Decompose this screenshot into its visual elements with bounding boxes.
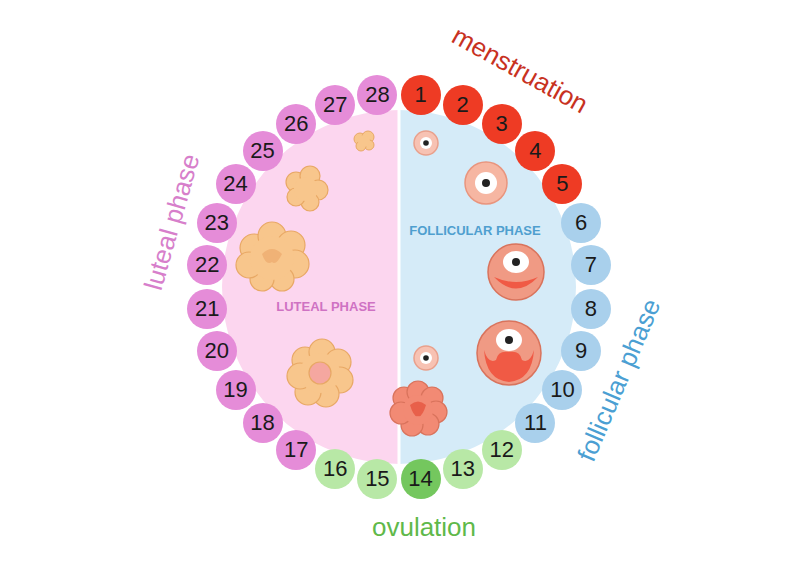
day-circle: 19 <box>216 370 256 410</box>
day-circle: 28 <box>357 75 397 115</box>
day-number: 21 <box>195 298 219 320</box>
day-circle: 16 <box>315 449 355 489</box>
day-number: 10 <box>550 379 574 401</box>
day-number: 8 <box>585 298 597 320</box>
day-circle: 8 <box>571 289 611 329</box>
day-circle: 26 <box>276 104 316 144</box>
inner-phase-label: FOLLICULAR PHASE <box>409 224 540 238</box>
day-number: 23 <box>205 212 229 234</box>
day-circle: 14 <box>401 459 441 499</box>
corpus-albicans <box>354 131 374 151</box>
day-circle: 20 <box>197 331 237 371</box>
day-circle: 24 <box>216 164 256 204</box>
day-number: 27 <box>323 94 347 116</box>
day-circle: 2 <box>443 85 483 125</box>
day-circle: 7 <box>571 245 611 285</box>
day-circle: 21 <box>187 289 227 329</box>
day-number: 2 <box>457 94 469 116</box>
ruptured-follicle <box>390 381 447 436</box>
follicle-2 <box>465 162 507 204</box>
phase-label: ovulation <box>372 513 476 542</box>
day-number: 28 <box>365 84 389 106</box>
inner-phase-label: LUTEAL PHASE <box>276 300 375 314</box>
day-number: 16 <box>323 458 347 480</box>
day-circle: 22 <box>187 245 227 285</box>
follicle-4 <box>477 321 541 385</box>
day-number: 1 <box>414 84 426 106</box>
day-number: 9 <box>575 340 587 362</box>
day-circle: 23 <box>197 203 237 243</box>
day-number: 5 <box>556 173 568 195</box>
day-circle: 27 <box>315 85 355 125</box>
day-number: 4 <box>529 140 541 162</box>
day-circle: 13 <box>443 449 483 489</box>
day-circle: 25 <box>243 131 283 171</box>
day-number: 11 <box>524 412 547 434</box>
day-number: 24 <box>223 173 247 195</box>
day-circle: 4 <box>515 131 555 171</box>
day-circle: 1 <box>401 75 441 115</box>
day-number: 22 <box>195 254 219 276</box>
day-circle: 10 <box>542 370 582 410</box>
day-circle: 6 <box>561 203 601 243</box>
day-number: 18 <box>250 412 274 434</box>
day-number: 25 <box>250 140 274 162</box>
day-number: 6 <box>575 212 587 234</box>
day-number: 15 <box>365 468 389 490</box>
day-number: 17 <box>284 439 308 461</box>
day-circle: 5 <box>542 164 582 204</box>
day-number: 26 <box>284 113 308 135</box>
corpus-luteum-3 <box>286 166 328 211</box>
day-circle: 9 <box>561 331 601 371</box>
day-circle: 17 <box>276 430 316 470</box>
day-number: 12 <box>489 439 513 461</box>
day-circle: 15 <box>357 459 397 499</box>
day-circle: 12 <box>482 430 522 470</box>
follicular-half <box>399 110 576 464</box>
day-number: 14 <box>408 468 432 490</box>
day-number: 3 <box>496 113 508 135</box>
day-circle: 18 <box>243 403 283 443</box>
corpus-luteum-1 <box>287 339 353 407</box>
day-number: 7 <box>585 254 597 276</box>
follicle-3 <box>488 244 544 300</box>
luteal-half <box>222 110 399 464</box>
day-number: 20 <box>205 340 229 362</box>
corpus-luteum-2 <box>236 222 309 291</box>
day-number: 19 <box>223 379 247 401</box>
released-ovum <box>414 346 438 370</box>
day-number: 13 <box>450 458 474 480</box>
day-circle: 3 <box>482 104 522 144</box>
day-circle: 11 <box>515 403 555 443</box>
follicle-1 <box>414 131 438 155</box>
